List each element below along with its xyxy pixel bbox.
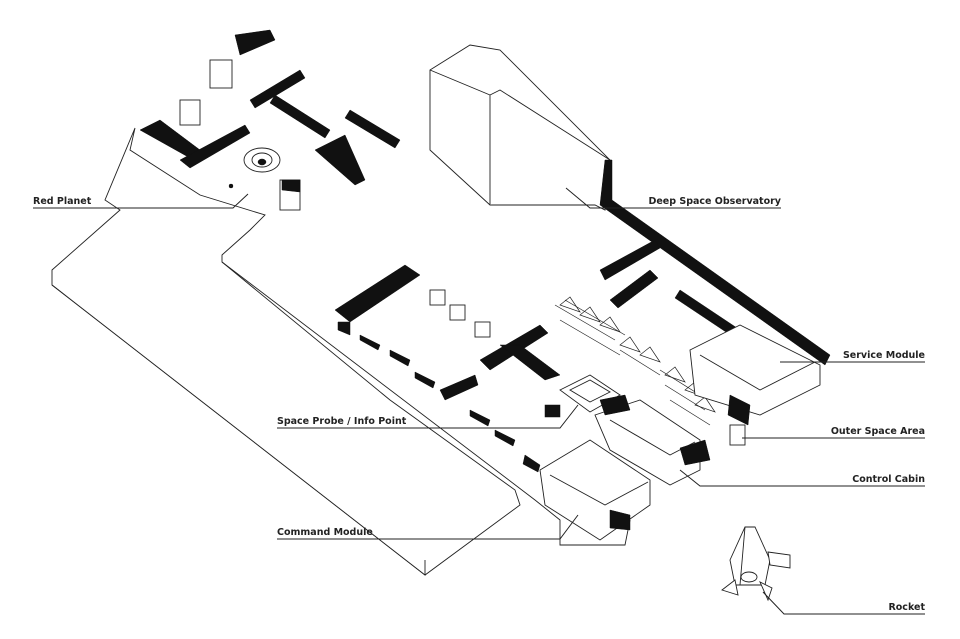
label-service-module: Service Module bbox=[843, 350, 925, 361]
label-deep-space-observatory: Deep Space Observatory bbox=[648, 196, 781, 207]
service-module bbox=[599, 239, 821, 446]
control-cabin bbox=[594, 394, 711, 486]
red-planet-area bbox=[139, 29, 401, 211]
leader-red-planet bbox=[33, 193, 249, 209]
leader-command-module bbox=[277, 514, 579, 540]
command-module bbox=[522, 439, 651, 541]
label-space-probe: Space Probe / Info Point bbox=[277, 416, 407, 427]
label-control-cabin: Control Cabin bbox=[852, 474, 925, 485]
leader-space-probe bbox=[277, 404, 579, 429]
central-exhibits bbox=[334, 264, 621, 447]
label-outer-space-area: Outer Space Area bbox=[831, 426, 925, 437]
leader-control-cabin bbox=[679, 469, 925, 487]
rocket bbox=[721, 526, 791, 602]
leader-rocket bbox=[762, 591, 925, 615]
label-command-module: Command Module bbox=[277, 527, 373, 538]
floor-outline bbox=[51, 127, 631, 576]
leader-deep-space-observatory bbox=[565, 187, 781, 209]
label-rocket: Rocket bbox=[888, 602, 925, 613]
observatory-building bbox=[429, 44, 831, 366]
label-red-planet: Red Planet bbox=[33, 196, 92, 207]
